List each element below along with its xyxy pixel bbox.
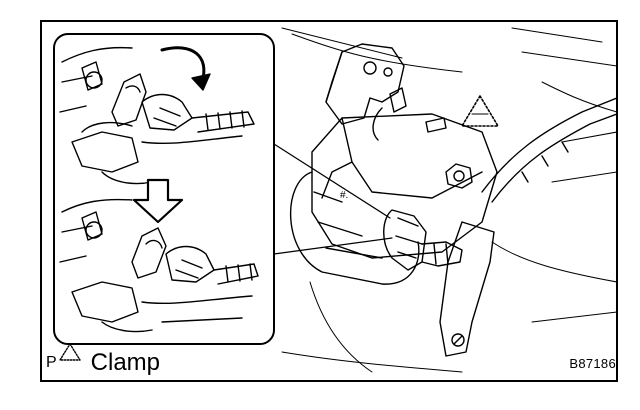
- clamp-position-marker: [461, 95, 499, 127]
- inset-after: [59, 198, 259, 333]
- illustration-frame: #.: [40, 20, 618, 382]
- figure-caption: P Clamp: [46, 348, 160, 378]
- down-hollow-arrow: [132, 178, 184, 224]
- curved-arrow-head: [191, 73, 211, 91]
- dotted-triangle-icon: [59, 343, 81, 361]
- inset-before: [59, 46, 255, 185]
- hose: [481, 97, 616, 203]
- detail-inset: [53, 33, 275, 345]
- actuator-assembly: #.: [289, 43, 498, 357]
- caption-prefix: P: [46, 354, 57, 371]
- leader-lines: [273, 143, 393, 255]
- svg-text:#.: #.: [340, 190, 348, 201]
- caption-label: Clamp: [90, 349, 161, 376]
- background-linework: [281, 27, 616, 373]
- figure-code: B87186: [569, 356, 616, 371]
- clamp-removal-illustration: #.: [53, 27, 616, 373]
